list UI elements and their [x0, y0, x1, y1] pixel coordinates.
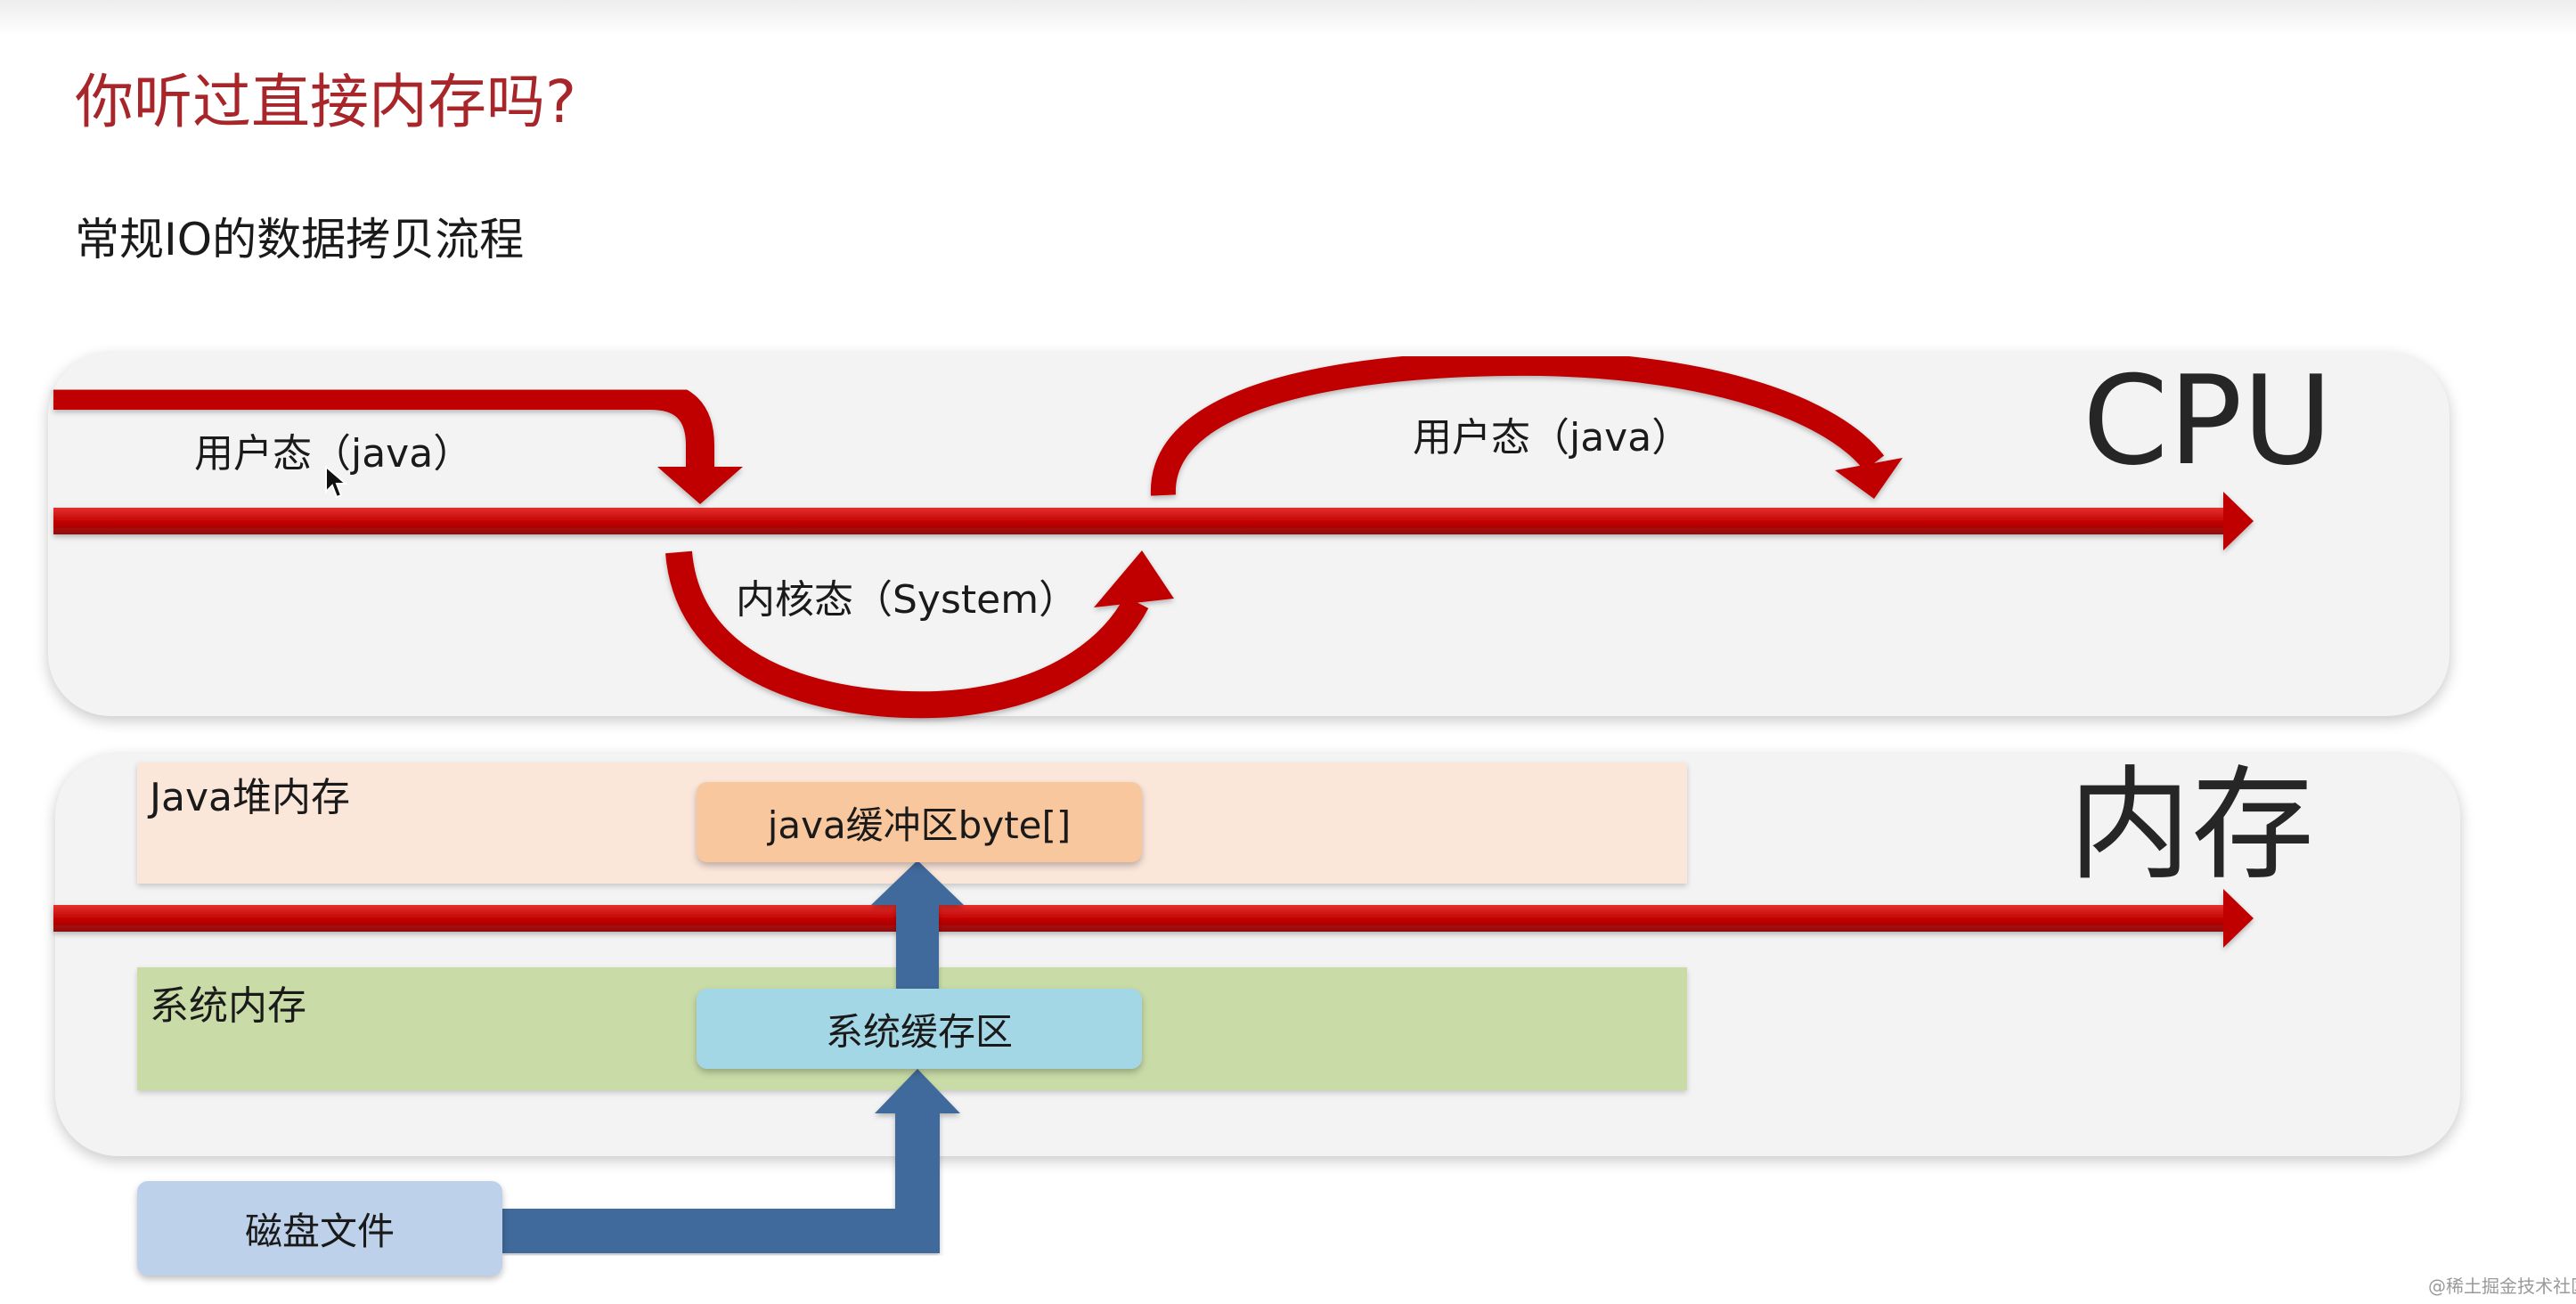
memory-label: 内存 [2068, 754, 2315, 897]
memory-timeline-arrow [53, 889, 2254, 948]
user-mode-label: 用户态（java） [194, 431, 473, 477]
cpu-timeline-arrow [53, 492, 2254, 550]
system-buffer-to-java-buffer-arrow [871, 860, 964, 989]
user-to-kernel-arrow [53, 381, 743, 504]
section-subtitle: 常规IO的数据拷贝流程 [75, 214, 525, 265]
disk-to-system-buffer-arrow [502, 1069, 960, 1253]
page-title: 你听过直接内存吗? [75, 68, 577, 136]
watermark: @稀土掘金技术社区 [2428, 1275, 2576, 1297]
user-mode-label-return: 用户态（java） [1413, 415, 1692, 460]
java-heap-label: Java堆内存 [150, 775, 350, 820]
system-buffer-box: 系统缓存区 [697, 989, 1142, 1069]
mouse-cursor-icon [325, 465, 347, 499]
kernel-mode-curve-arrow [665, 550, 1174, 719]
system-memory-label: 系统内存 [150, 983, 306, 1029]
disk-file-box: 磁盘文件 [137, 1181, 502, 1275]
user-mode-arc-arrow [1150, 350, 1903, 499]
java-buffer-box: java缓冲区byte[] [697, 782, 1142, 862]
cpu-label: CPU [2083, 349, 2333, 493]
kernel-mode-label: 内核态（System） [736, 577, 1079, 623]
